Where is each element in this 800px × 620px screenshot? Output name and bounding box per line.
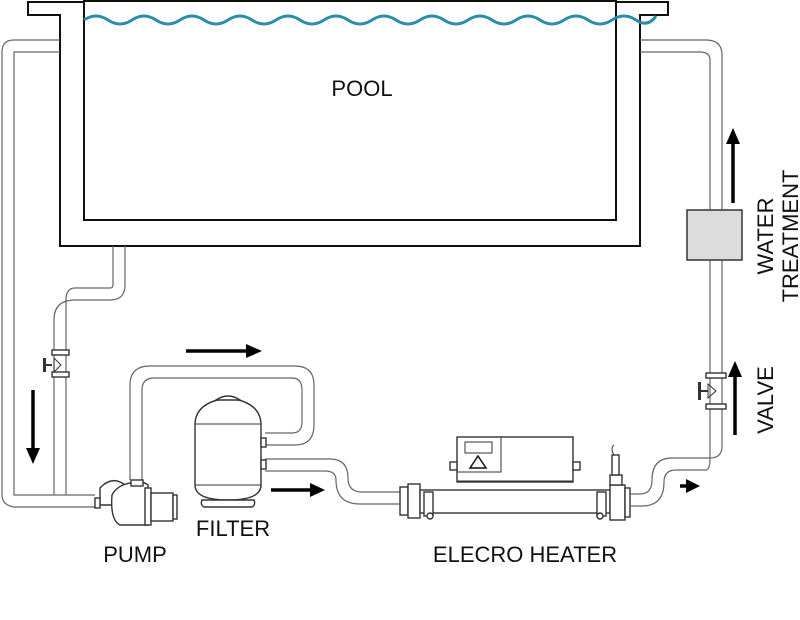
- pool-basin: [83, 0, 617, 221]
- pump-to-filter-pipe: [129, 365, 315, 480]
- filter-to-heater-pipe: [265, 458, 400, 505]
- water-treatment-label-line1: WATER: [753, 198, 778, 275]
- flow-arrow-filter-to-heater: [271, 483, 325, 497]
- main-drain-pipe: [53, 246, 126, 495]
- pump-label: PUMP: [103, 542, 167, 567]
- flow-arrow-pump-to-filter: [186, 344, 262, 358]
- flow-arrow-treatment-up: [726, 128, 740, 203]
- return-valve: [698, 372, 727, 410]
- flow-arrow-heater-outlet: [680, 479, 700, 493]
- drain-valve: [43, 349, 70, 378]
- water-treatment-unit: [686, 209, 743, 261]
- return-pipe: [630, 39, 723, 507]
- filter-label: FILTER: [196, 516, 270, 541]
- flow-arrow-down: [26, 390, 40, 464]
- pump: [94, 479, 178, 526]
- valve-label: VALVE: [753, 366, 778, 434]
- water-surface: [83, 14, 658, 26]
- sand-filter: [194, 395, 267, 508]
- heater-label: ELECRO HEATER: [433, 542, 617, 567]
- flow-arrow-valve-up: [728, 361, 742, 435]
- water-treatment-label-line2: TREATMENT: [778, 170, 800, 303]
- pool-label: POOL: [331, 76, 392, 101]
- electro-heater: [399, 436, 631, 521]
